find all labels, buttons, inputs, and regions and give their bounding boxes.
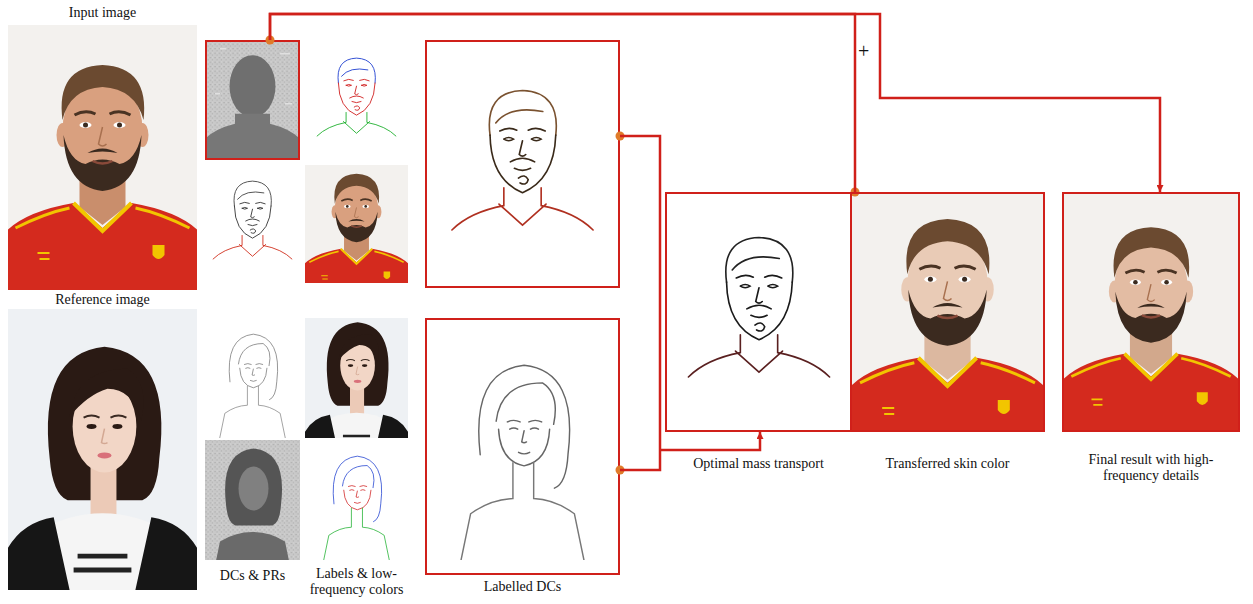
dc-image	[213, 181, 292, 259]
reference-photo	[8, 309, 197, 590]
image-ground	[305, 440, 408, 560]
transported-dc-drawing	[688, 237, 829, 377]
dc-image	[220, 334, 286, 438]
low-frequency-image	[305, 152, 408, 296]
caption-holder: Labelled DCs	[425, 579, 620, 595]
image-ground	[305, 40, 408, 160]
image-frame	[426, 41, 619, 287]
image-frame	[426, 319, 619, 574]
panel-caption: Input image	[69, 5, 136, 21]
caption-holder: Transferred skin color	[850, 456, 1045, 472]
dc-pr-column: DCs & PRs	[205, 40, 300, 560]
transferred-photo	[852, 179, 1043, 445]
result-box: Final result with high-frequency details	[1062, 192, 1240, 432]
labelled-dc-panel: Labelled DCs	[425, 40, 620, 575]
labelled-dc-drawing	[461, 365, 584, 560]
reference-image-panel: Reference image	[8, 309, 197, 590]
caption-holder: Input image	[8, 5, 197, 21]
operator-sign: +	[858, 40, 869, 62]
label-image	[317, 58, 396, 136]
junction-dot	[616, 132, 625, 141]
panel-caption: Optimal mass transport	[693, 456, 824, 472]
panel-caption: Labelled DCs	[484, 579, 561, 595]
caption-holder: Labels & low-frequency colors	[295, 566, 419, 598]
input-image-panel: Input image	[8, 25, 197, 290]
caption-holder: Reference image	[8, 292, 197, 308]
pr-image	[205, 34, 300, 167]
skin-color-box: Transferred skin color	[850, 192, 1045, 432]
flow-connector	[620, 136, 760, 470]
junction-dot	[266, 36, 275, 45]
flow-connector	[270, 14, 855, 192]
panel-caption: Transferred skin color	[886, 456, 1010, 472]
result-photo	[1064, 191, 1238, 434]
image-ground	[205, 163, 300, 283]
caption-holder: DCs & PRs	[193, 568, 313, 584]
image-ground	[205, 318, 300, 438]
label-color-column: Labels & low-frequency colors	[305, 40, 408, 560]
panel-caption: Reference image	[55, 292, 149, 308]
label-image	[324, 456, 390, 560]
transport-box: Optimal mass transport	[665, 192, 852, 432]
panel-caption: Labels & low-frequency colors	[295, 566, 419, 598]
image-frame	[206, 41, 299, 159]
input-photo	[8, 25, 198, 290]
caption-holder: Final result with high-frequency details	[1061, 452, 1241, 484]
junction-dot	[616, 466, 625, 475]
flow-connector	[270, 14, 1160, 192]
caption-holder: Optimal mass transport	[665, 456, 852, 472]
panel-caption: Final result with high-frequency details	[1061, 452, 1241, 484]
panel-caption: DCs & PRs	[220, 568, 285, 584]
labelled-dc-drawing	[452, 90, 593, 230]
low-frequency-image	[305, 302, 408, 455]
pr-image	[205, 430, 300, 571]
